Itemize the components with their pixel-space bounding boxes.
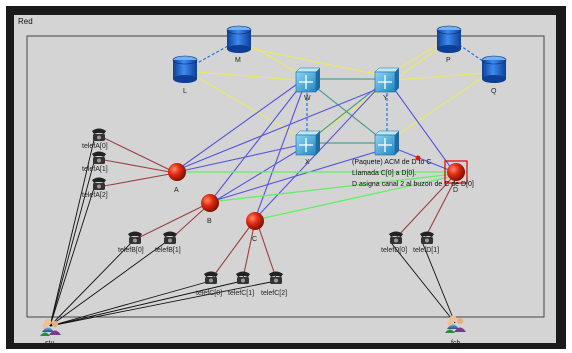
user-label: fch bbox=[451, 340, 460, 347]
database-label: L bbox=[183, 88, 187, 95]
phone-label: telefD[1] bbox=[413, 247, 439, 254]
phone-telefB1[interactable]: telefB[1] bbox=[155, 231, 181, 255]
telephone-icon bbox=[128, 231, 142, 244]
user-stu[interactable]: stu bbox=[40, 318, 61, 348]
telephone-icon bbox=[269, 271, 283, 284]
selection-box bbox=[444, 160, 468, 184]
packet-marker bbox=[415, 155, 421, 161]
exchange-D[interactable]: D bbox=[444, 160, 468, 194]
telephone-icon bbox=[92, 128, 106, 141]
user-label: stu bbox=[45, 340, 54, 347]
router-arrows-icon bbox=[299, 138, 313, 152]
router-Z[interactable] bbox=[374, 130, 400, 156]
phone-label: telefD[0] bbox=[381, 247, 407, 254]
router-label: Y bbox=[383, 95, 388, 102]
telephone-icon bbox=[204, 271, 218, 284]
phone-telefA0[interactable]: telefA[0] bbox=[82, 128, 108, 151]
exchange-C[interactable]: C bbox=[246, 212, 264, 243]
phone-telefA1[interactable]: telefA[1] bbox=[82, 151, 108, 174]
annotation-line: Llamada C[0] a D[0]. bbox=[352, 170, 416, 177]
database-label: Q bbox=[491, 88, 497, 95]
telephone-icon bbox=[92, 177, 106, 190]
exchange-label: D bbox=[453, 187, 458, 194]
users-group-icon bbox=[445, 315, 466, 333]
router-label: W bbox=[304, 95, 311, 102]
phone-telefC1[interactable]: telefC[1] bbox=[228, 271, 254, 298]
router-label: X bbox=[305, 159, 310, 166]
database-label: M bbox=[235, 57, 241, 64]
exchange-label: B bbox=[207, 218, 212, 225]
telephone-icon bbox=[92, 151, 106, 164]
phone-label: telefB[1] bbox=[155, 247, 181, 254]
annotation-line: D asigna canal 2 al buzon de C de D[0] bbox=[352, 181, 474, 188]
router-arrows-icon bbox=[299, 75, 313, 89]
annotation-line: (Paquete) ACM de D to C bbox=[352, 159, 431, 166]
phone-label: telefA[0] bbox=[82, 143, 108, 150]
database-label: P bbox=[446, 57, 451, 64]
telephone-icon bbox=[420, 231, 434, 244]
database-L[interactable]: L bbox=[172, 55, 198, 95]
database-Q[interactable]: Q bbox=[481, 55, 507, 95]
phone-label: telefA[2] bbox=[82, 192, 108, 199]
database-P[interactable]: P bbox=[436, 25, 462, 64]
phone-telefB0[interactable]: telefB[0] bbox=[118, 231, 144, 255]
exchange-B[interactable]: B bbox=[201, 194, 219, 225]
router-arrows-icon bbox=[378, 75, 392, 89]
router-X[interactable]: X bbox=[295, 130, 321, 166]
phone-telefA2[interactable]: telefA[2] bbox=[82, 177, 108, 200]
phone-telefC2[interactable]: telefC[2] bbox=[261, 271, 287, 298]
users-group-icon bbox=[40, 318, 61, 336]
exchange-A[interactable]: A bbox=[168, 163, 186, 194]
phone-telefD0[interactable]: telefD[0] bbox=[381, 231, 407, 255]
phone-label: telefC[2] bbox=[261, 290, 287, 297]
user-fch[interactable]: fch bbox=[445, 315, 466, 348]
phone-label: telefC[1] bbox=[228, 290, 254, 297]
panel-title: Red bbox=[18, 17, 33, 26]
phone-label: telefB[0] bbox=[118, 247, 144, 254]
phone-telefC0[interactable]: telefC[0] bbox=[196, 271, 222, 298]
telephone-icon bbox=[389, 231, 403, 244]
phone-label: telefC[0] bbox=[196, 290, 222, 297]
phone-label: telefA[1] bbox=[82, 166, 108, 173]
event-annotation: (Paquete) ACM de D to C Llamada C[0] a D… bbox=[352, 159, 474, 188]
telephone-icon bbox=[163, 231, 177, 244]
panel-inner-border bbox=[26, 35, 545, 318]
router-Y[interactable]: Y bbox=[374, 67, 400, 102]
exchange-label: A bbox=[174, 187, 179, 194]
phone-telefD1[interactable]: telefD[1] bbox=[413, 231, 439, 255]
router-arrows-icon bbox=[378, 138, 392, 152]
exchange-label: C bbox=[252, 236, 257, 243]
database-M[interactable]: M bbox=[226, 25, 252, 64]
telephone-icon bbox=[236, 271, 250, 284]
router-W[interactable]: W bbox=[295, 67, 321, 102]
